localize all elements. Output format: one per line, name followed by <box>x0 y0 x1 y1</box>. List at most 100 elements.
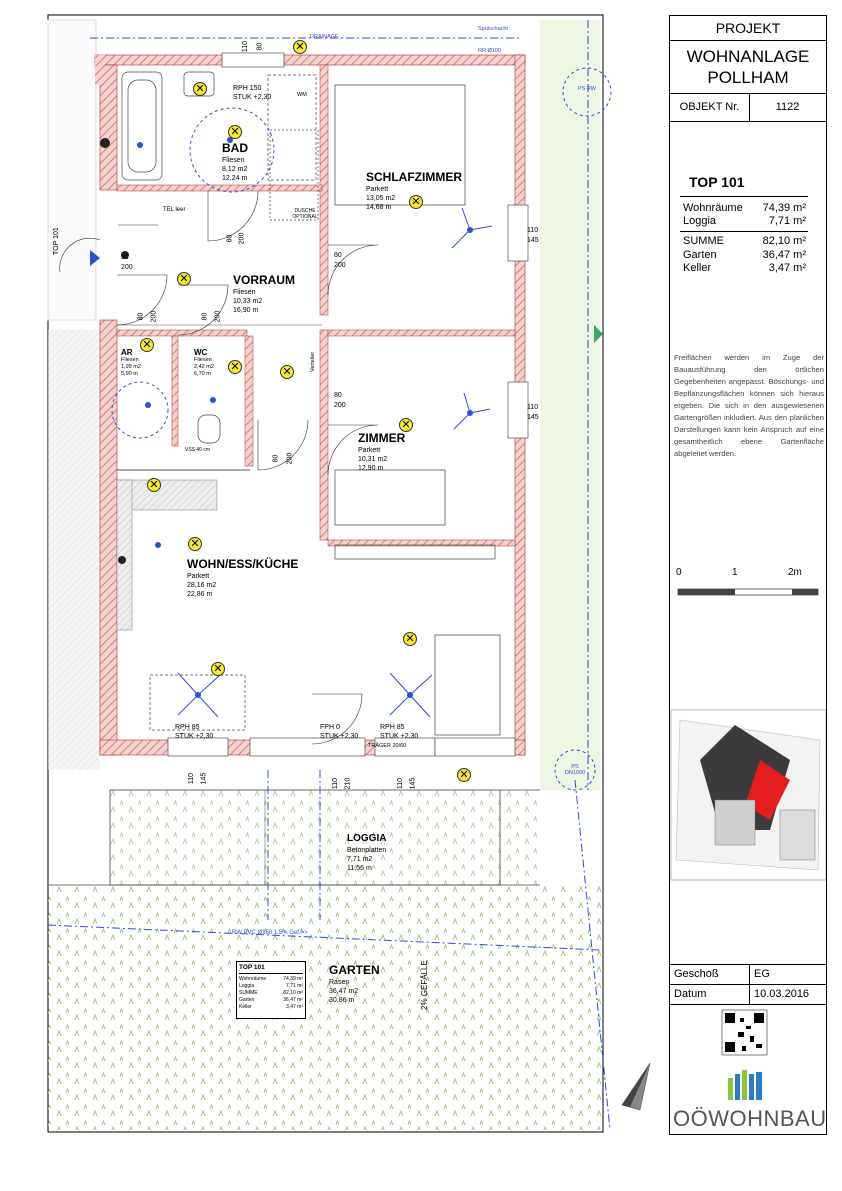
label-spuelschacht: Spülschacht <box>478 26 508 32</box>
dim-200e: 200 <box>150 310 158 323</box>
objekt-label: OBJEKT Nr. <box>679 101 740 113</box>
room-name-wohnen: WOHN/ESS/KÜCHE <box>187 557 299 571</box>
door-swings <box>59 190 379 745</box>
area-value-wohnraeume: 74,39 m² <box>762 202 806 214</box>
objekt-number: 1122 <box>775 101 800 113</box>
label-ps-rw: PS RW <box>578 86 596 92</box>
ps-rw-circle <box>562 67 612 117</box>
dim-110e: 110 <box>332 777 340 790</box>
key-plan <box>670 709 827 881</box>
area-value-garten: 36,47 m² <box>762 249 806 261</box>
lamp-icon: ✕ <box>147 478 161 492</box>
label-wm: WM <box>297 92 307 98</box>
title-block: PROJEKT WOHNANLAGE POLLHAM OBJEKT Nr. 11… <box>669 15 827 1135</box>
dim-110a: 110 <box>242 40 250 53</box>
room-name-garten: GARTEN <box>329 963 380 977</box>
label-vss: VSS 40 cm <box>185 447 211 453</box>
qr-code <box>721 1009 768 1056</box>
disclaimer-note: Freiflächen werden im Zuge der Bauausfüh… <box>674 353 824 458</box>
dim-200h: 200 <box>286 452 294 465</box>
scale-one: 1 <box>732 567 738 578</box>
lamp-icon: ✕ <box>211 662 225 676</box>
dim-200c: 200 <box>121 264 133 271</box>
room-name-ar: AR <box>121 348 133 357</box>
geschoss-value: EG <box>754 968 770 980</box>
legend-title: TOP 101 <box>239 963 303 974</box>
lamp-icon: ✕ <box>228 360 242 374</box>
datum-value: 10.03.2016 <box>754 988 810 1000</box>
scale-two: 2m <box>788 567 802 578</box>
dim-200g: 200 <box>334 402 346 409</box>
exterior-walls <box>94 54 526 756</box>
datum-label: Datum <box>674 988 707 1000</box>
dim-80g: 80 <box>272 454 280 463</box>
label-drainage: DRAINAGE <box>310 34 339 40</box>
room-name-loggia: LOGGIA <box>347 833 387 844</box>
area-label-summe: SUMME <box>683 235 724 247</box>
lamp-icon: ✕ <box>293 40 307 54</box>
terrain-strip <box>540 20 600 790</box>
north-arrow <box>621 1062 651 1111</box>
lamp-icon: ✕ <box>228 125 242 139</box>
ps-dn-circle <box>554 749 596 791</box>
interior-walls <box>116 64 516 547</box>
lamp-icon: ✕ <box>140 338 154 352</box>
room-name-schlafzimmer: SCHLAFZIMMER <box>366 170 462 184</box>
label-rw-pvc: RW PVC Ø150 1,5% Gef.>> <box>232 930 308 936</box>
project-name: WOHNANLAGE POLLHAM <box>686 46 810 87</box>
lamp-icon: ✕ <box>409 195 423 209</box>
dim-145b: 145 <box>527 237 539 244</box>
room-name-zimmer: ZIMMER <box>358 431 406 445</box>
logo-mark <box>728 1070 762 1100</box>
room-name-vorraum: VORRAUM <box>233 273 295 287</box>
area-label-garten: Garten <box>683 249 717 261</box>
lamp-icon: ✕ <box>403 632 417 646</box>
dim-145d: 145 <box>200 772 208 785</box>
geschoss-label: Geschoß <box>674 968 719 980</box>
dim-80f: 80 <box>334 392 342 399</box>
label-traeger: TRÄGER 20/60 <box>368 743 407 749</box>
area-label-keller: Keller <box>683 262 712 274</box>
dim-110c: 110 <box>527 404 539 411</box>
label-tel-leer: TEL leer <box>163 207 186 213</box>
label-gefaelle: 2% GEFÄLLE <box>420 960 429 1010</box>
room-name-bad: BAD <box>222 141 248 155</box>
dim-200f: 200 <box>214 310 222 323</box>
area-value-summe: 82,10 m² <box>762 235 806 247</box>
label-top-101-side: TOP 101 <box>53 227 60 255</box>
area-value-keller: 3,47 m² <box>768 262 806 274</box>
lamp-icon: ✕ <box>280 365 294 379</box>
scale-zero: 0 <box>676 567 682 578</box>
dim-145f: 145 <box>409 777 417 790</box>
bathroom-fixtures <box>121 71 501 736</box>
logo-text: OÖWOHNBAU <box>673 1106 827 1131</box>
projekt-label: PROJEKT <box>715 20 781 36</box>
dim-110b: 110 <box>527 227 539 234</box>
room-name-wc: WC <box>194 348 208 357</box>
dim-110d: 110 <box>188 772 196 785</box>
label-dusche: DUSCHE OPTIONAL <box>292 208 318 220</box>
label-verteiler: Verteiler <box>310 351 316 372</box>
lamp-icon: ✕ <box>457 768 471 782</box>
dim-80b: 80 <box>226 234 234 243</box>
light-rays <box>177 207 493 718</box>
dim-200b: 200 <box>238 232 246 245</box>
socket-symbols <box>137 137 473 698</box>
neighbour-unit-left <box>48 330 100 770</box>
dim-80e: 80 <box>201 312 209 321</box>
lamp-icon: ✕ <box>177 272 191 286</box>
dim-80c: 80 <box>334 252 342 259</box>
